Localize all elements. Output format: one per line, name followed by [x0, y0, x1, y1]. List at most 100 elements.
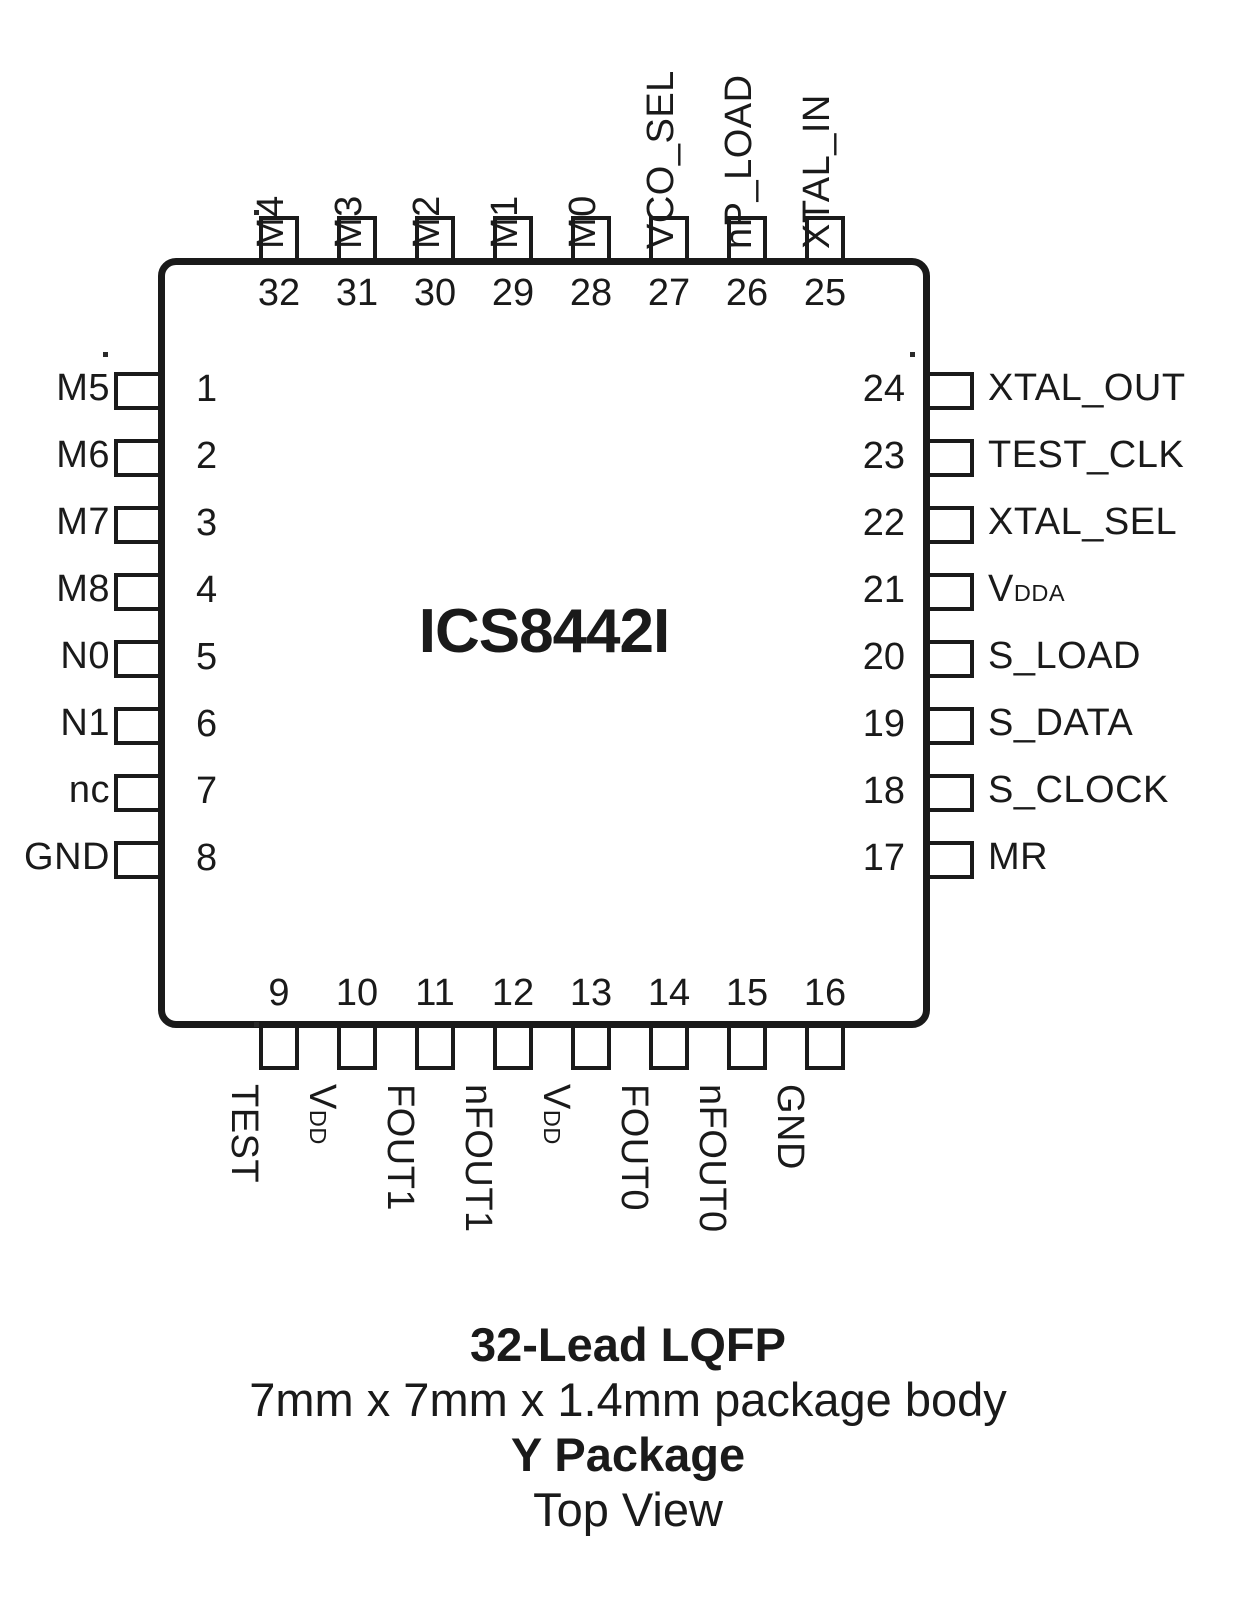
signal-label-nfout0-15: nFOUT0: [691, 1084, 733, 1233]
pin-pad-right-22: [928, 506, 974, 544]
pin-number-5: 5: [196, 636, 218, 678]
pin-pad-left-6: [114, 707, 160, 745]
signal-label-m5-1: M5: [56, 367, 110, 409]
signal-label-s-clock-18: S_CLOCK: [988, 769, 1169, 811]
pin-number-32: 32: [257, 272, 301, 314]
signal-label-gnd-8: GND: [24, 836, 110, 878]
pin-pad-right-23: [928, 439, 974, 477]
signal-label-m4-32: M4: [250, 195, 292, 249]
pin-number-31: 31: [335, 272, 379, 314]
signal-label-s-load-20: S_LOAD: [988, 635, 1141, 677]
signal-label-m7-3: M7: [56, 501, 110, 543]
pin-number-4: 4: [196, 569, 218, 611]
signal-label-vdd-10: VDD: [301, 1084, 343, 1145]
pin-pad-bottom-9: [259, 1025, 299, 1070]
pin-pad-left-5: [114, 640, 160, 678]
signal-subscript: DD: [539, 1109, 565, 1145]
caption-line-package-type: 32-Lead LQFP: [469, 1318, 786, 1371]
package-body-outline: [158, 258, 930, 1028]
signal-label-vdd-13: VDD: [535, 1084, 577, 1145]
pin-number-30: 30: [413, 272, 457, 314]
pin-pad-top-30: [415, 216, 455, 261]
pin-number-22: 22: [862, 502, 905, 544]
signal-label-gnd-16: GND: [769, 1084, 811, 1170]
signal-label-n0-5: N0: [60, 635, 110, 677]
pin-pad-left-7: [114, 774, 160, 812]
pin-pad-left-2: [114, 439, 160, 477]
pin-number-8: 8: [196, 837, 218, 879]
signal-label-s-data-19: S_DATA: [988, 702, 1134, 744]
caption-line-package-code: Y Package: [510, 1427, 746, 1481]
pin-number-21: 21: [862, 569, 905, 611]
pin-number-17: 17: [862, 837, 905, 879]
pin-pad-top-31: [337, 216, 377, 261]
pin-pad-left-3: [114, 506, 160, 544]
pin-number-16: 16: [803, 972, 847, 1014]
pin-pad-top-27: [649, 216, 689, 261]
pin-pad-bottom-14: [649, 1025, 689, 1070]
pin-pad-right-21: [928, 573, 974, 611]
pin-number-12: 12: [491, 972, 535, 1014]
signal-label-m1-29: M1: [484, 195, 526, 249]
signal-label-vdda-21: VDDA: [988, 568, 1066, 610]
pin-pad-left-8: [114, 841, 160, 879]
pin-number-26: 26: [725, 272, 769, 314]
signal-label-np-load-26: nP_LOAD: [718, 74, 760, 249]
pin-number-7: 7: [196, 770, 218, 812]
signal-label-nc-7: nc: [68, 769, 110, 811]
pin-pad-left-1: [114, 372, 160, 410]
signal-label-nfout1-12: nFOUT1: [457, 1084, 499, 1233]
caption: 32-Lead LQFP 7mm x 7mm x 1.4mm package b…: [0, 1318, 1256, 1538]
signal-label-m3-31: M3: [328, 195, 370, 249]
signal-label-fout0-14: FOUT0: [613, 1084, 655, 1212]
signal-label-m8-4: M8: [56, 568, 110, 610]
signal-subscript: DD: [305, 1109, 331, 1145]
pin-pad-top-26: [727, 216, 767, 261]
pin-number-29: 29: [491, 272, 535, 314]
registration-tick-bottom-left: [254, 1022, 259, 1027]
pin-number-27: 27: [647, 272, 691, 314]
pin-number-11: 11: [415, 972, 455, 1014]
pin-pad-bottom-11: [415, 1025, 455, 1070]
registration-tick-left: [103, 352, 108, 357]
pin-pad-right-18: [928, 774, 974, 812]
pin-number-24: 24: [862, 368, 905, 410]
pin-number-18: 18: [862, 770, 905, 812]
pin-number-3: 3: [196, 502, 218, 544]
pin-number-9: 9: [268, 972, 290, 1014]
signal-label-m2-30: M2: [406, 195, 448, 249]
pin-pad-bottom-12: [493, 1025, 533, 1070]
pin-number-6: 6: [196, 703, 218, 745]
pin-pad-top-32: [259, 216, 299, 261]
caption-line-body-size: 7mm x 7mm x 1.4mm package body: [249, 1372, 1007, 1426]
pin-pad-right-19: [928, 707, 974, 745]
pin-number-15: 15: [725, 972, 769, 1014]
pin-number-28: 28: [569, 272, 613, 314]
signal-label-xtal-sel-22: XTAL_SEL: [988, 501, 1178, 543]
signal-label-vco-sel-27: VCO_SEL: [640, 70, 682, 249]
pin-number-14: 14: [647, 972, 691, 1014]
pin-pad-bottom-16: [805, 1025, 845, 1070]
pin-number-13: 13: [569, 972, 613, 1014]
pin-pad-top-28: [571, 216, 611, 261]
pin-number-20: 20: [862, 636, 905, 678]
pin-pad-bottom-10: [337, 1025, 377, 1070]
pin-number-2: 2: [196, 435, 218, 477]
pin-pad-right-20: [928, 640, 974, 678]
part-number-label: ICS8442I: [418, 597, 671, 666]
signal-label-test-clk-23: TEST_CLK: [988, 434, 1185, 476]
pin-pad-left-4: [114, 573, 160, 611]
signal-label-xtal-out-24: XTAL_OUT: [988, 367, 1186, 409]
signal-label-n1-6: N1: [60, 702, 110, 744]
registration-tick-right: [910, 352, 915, 357]
signal-label-xtal-in-25: XTAL_IN: [796, 94, 838, 249]
signal-label-m0-28: M0: [562, 195, 604, 249]
signal-label-fout1-11: FOUT1: [379, 1084, 421, 1212]
pin-number-19: 19: [862, 703, 905, 745]
pin-pad-bottom-15: [727, 1025, 767, 1070]
pin-pad-top-29: [493, 216, 533, 261]
signal-label-test-9: TEST: [223, 1084, 265, 1184]
signal-label-mr-17: MR: [988, 836, 1049, 878]
signal-label-m6-2: M6: [56, 434, 110, 476]
